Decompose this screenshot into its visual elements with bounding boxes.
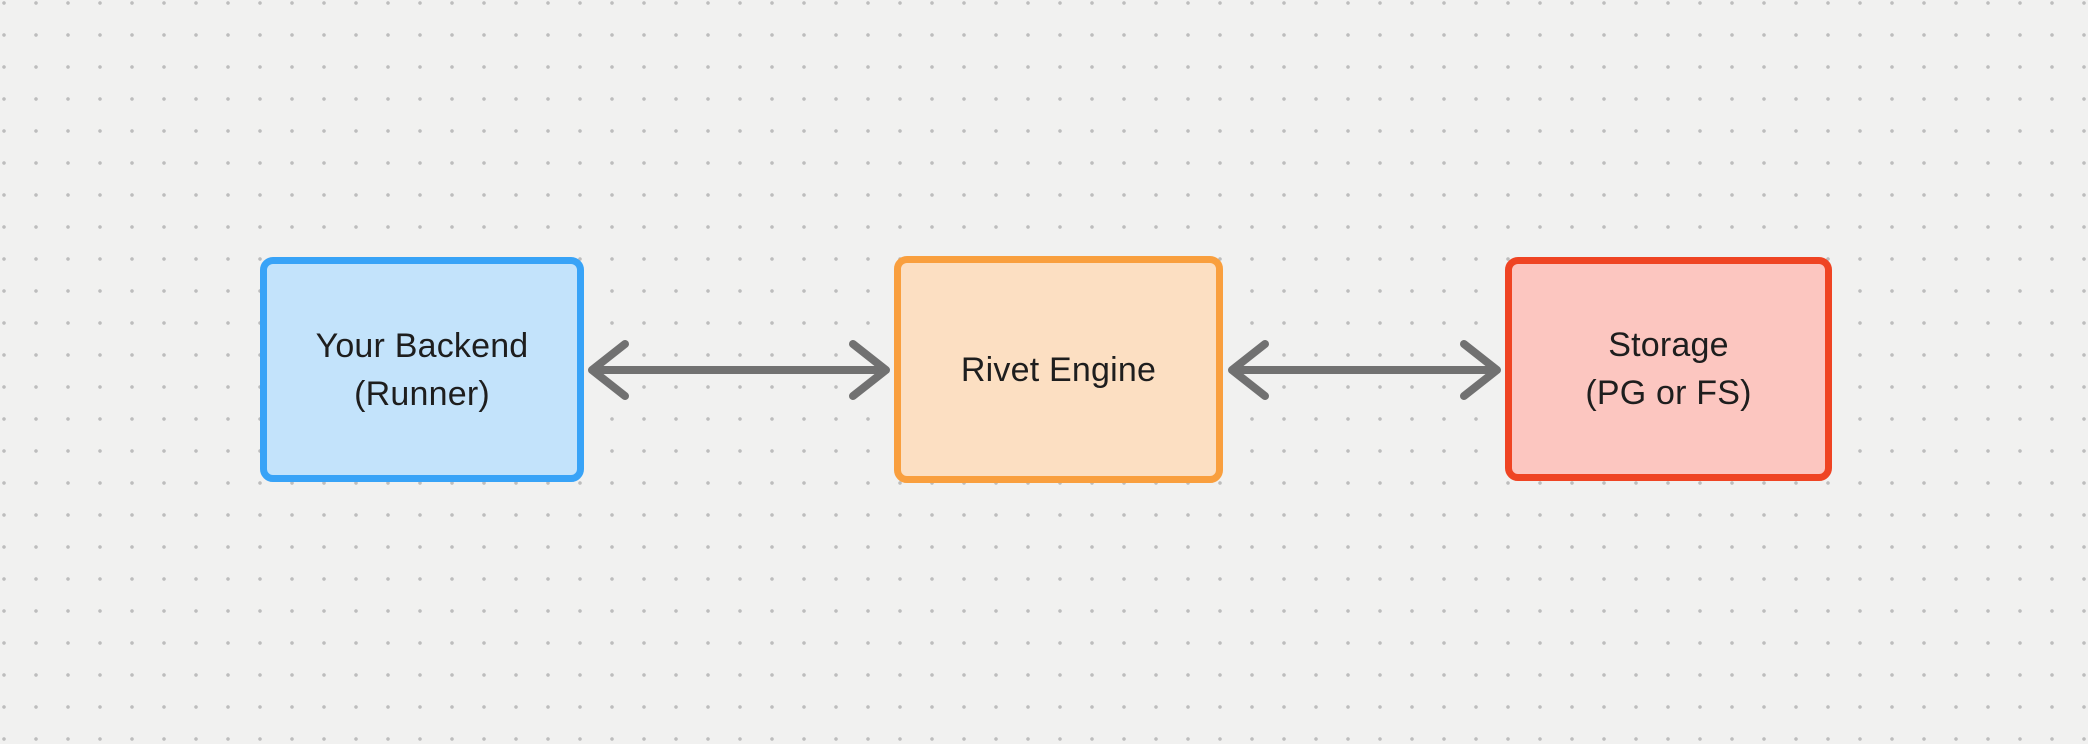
node-rivet-engine-label: Rivet Engine [961, 346, 1156, 394]
node-label-line2: (Runner) [354, 374, 490, 413]
arrowhead-right-icon [849, 340, 890, 400]
node-label-line1: Rivet Engine [960, 350, 1157, 389]
node-storage-label: Storage (PG or FS) [1585, 321, 1751, 417]
node-label-line1: Your Backend [315, 326, 529, 365]
node-rivet-engine[interactable]: Rivet Engine [894, 256, 1223, 483]
node-your-backend-label: Your Backend (Runner) [316, 322, 529, 418]
connector-engine-storage[interactable] [1228, 340, 1501, 400]
connector-backend-engine[interactable] [588, 340, 890, 400]
arrowhead-left-icon [588, 340, 629, 400]
node-label-line2: (PG or FS) [1585, 374, 1752, 412]
arrowhead-left-icon [1228, 340, 1269, 400]
arrowhead-right-icon [1460, 340, 1501, 400]
node-your-backend[interactable]: Your Backend (Runner) [260, 257, 584, 482]
node-storage[interactable]: Storage (PG or FS) [1505, 257, 1832, 481]
node-label-line1: Storage [1608, 326, 1729, 364]
